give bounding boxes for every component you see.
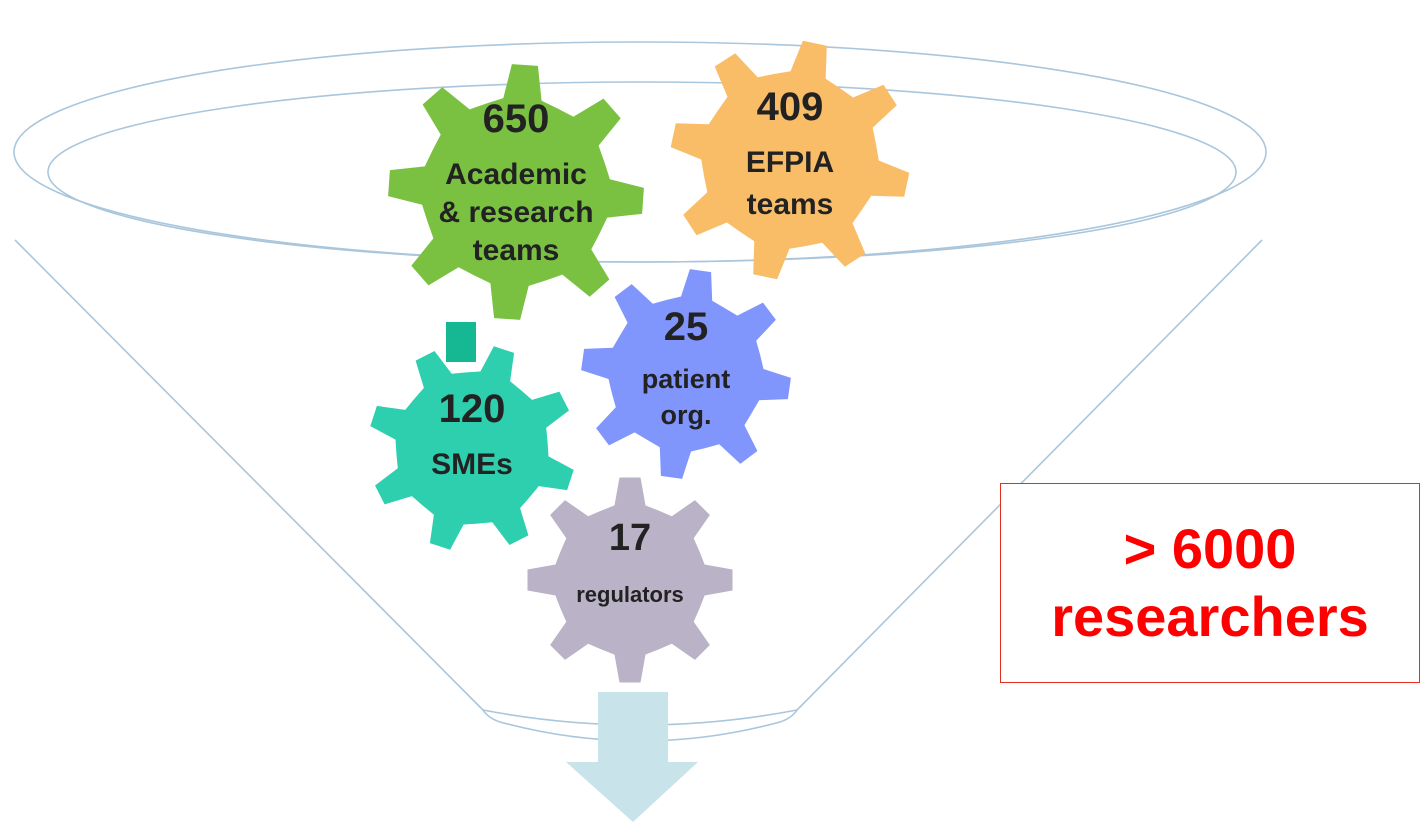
gear-patient-shape [581,269,791,479]
gear-smes-shape [370,346,574,550]
gear-academic-label-line: & research [438,196,593,229]
gear-patient-number: 25 [664,305,709,349]
gear-efpia-label-line: EFPIA [746,146,834,179]
down-arrow [566,692,698,822]
gear-patient-label-line: patient [642,364,731,394]
gear-academic-label-line: Academic [445,158,587,191]
gear-efpia-shape [670,40,910,280]
gear-smes-number: 120 [439,387,506,431]
total-researchers-callout: > 6000 researchers [1000,483,1420,683]
funnel-rim-outer [13,41,1267,263]
gear-patient-label-line: org. [661,400,712,430]
gear-smes-label-line: SMEs [431,448,513,481]
gear-academic-label-line: teams [473,234,560,267]
gear-regulators-label-line: regulators [576,582,684,607]
gear-efpia-number: 409 [757,85,824,129]
gear-patient: 25 patient org. [581,269,791,479]
gear-smes-tooth-accent [446,322,476,362]
funnel-rim-inner [47,81,1237,263]
gear-regulators-shape [527,477,733,683]
gear-efpia-label-line: teams [747,188,834,221]
callout-label: researchers [1051,585,1369,648]
gear-regulators-number: 17 [609,517,651,559]
gear-academic-shape [388,64,644,320]
gear-regulators: 17 regulators [527,477,733,683]
gear-academic-number: 650 [483,97,550,141]
callout-count: > 6000 [1123,516,1297,580]
